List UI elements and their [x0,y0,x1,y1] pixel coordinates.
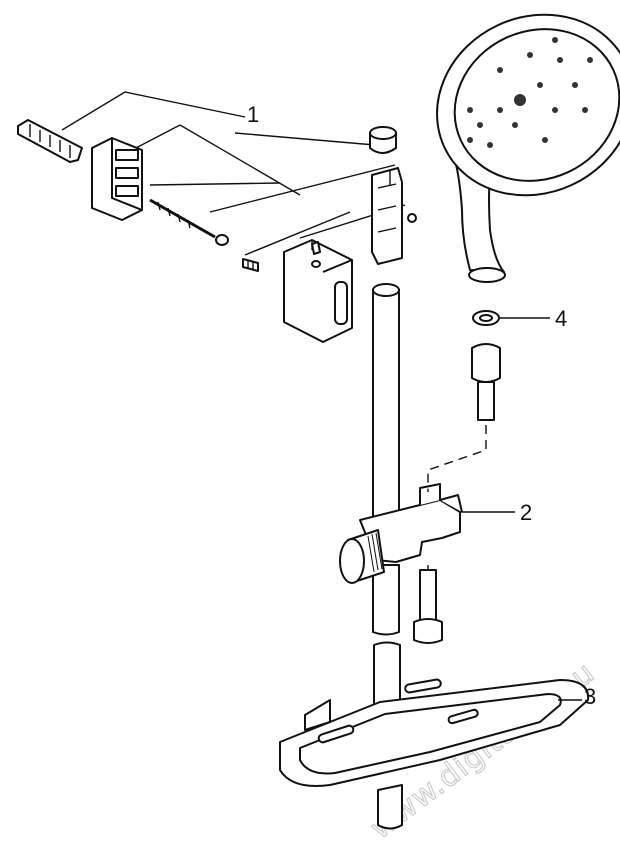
hand-shower [436,13,620,283]
wall-bracket-block [91,137,143,221]
hose-end [471,343,501,421]
hose-seal: 4 [472,306,567,331]
leader-line-1d [149,182,281,186]
leader-line-1f [209,164,396,213]
long-screw [149,198,229,246]
callout-label-4: 4 [555,306,567,331]
shelf-tray: 3 [279,678,596,830]
callout-label-3: 3 [584,684,596,709]
rail-clip [371,167,417,265]
wall-plug [17,119,83,163]
spray-nozzles [467,37,593,148]
hose-route-dashed [427,395,487,492]
locking-knob [339,529,385,584]
callout-label-2: 2 [520,500,532,525]
leader-line-1g [244,211,351,256]
bracket-cover [283,239,353,343]
slider-holder: 2 [339,483,532,584]
callout-label-1: 1 [247,102,259,127]
slide-rail-pipe [372,283,401,723]
leader-line-1e [234,132,376,146]
rail-top-cap [369,126,397,154]
wall-bracket-kit: 1 [17,91,417,343]
set-screw [242,258,259,272]
leader-line-1b [131,124,181,151]
hose-nut [413,565,443,644]
leader-line-1a [61,91,246,131]
